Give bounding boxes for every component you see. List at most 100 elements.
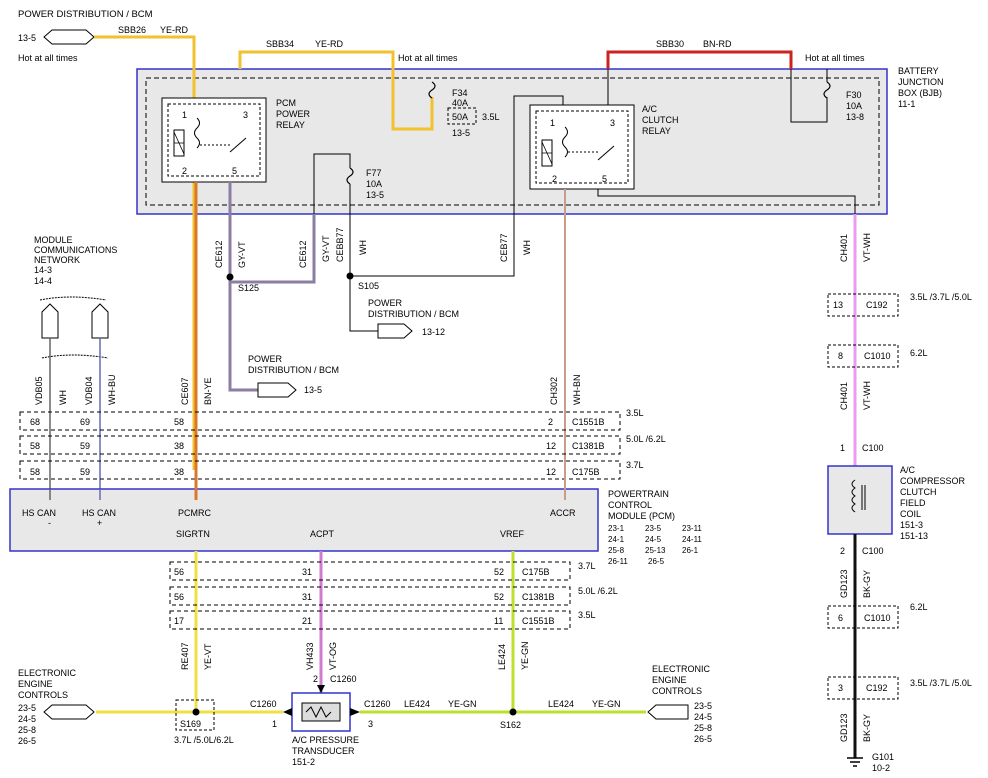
conn-row-1-box [19, 411, 621, 431]
wire-sbb26-label: SBB26 [118, 25, 146, 35]
transducer-pin1-arrow [283, 708, 292, 716]
c1010a-pin: 8 [838, 351, 843, 361]
f77-fuse-icon [346, 167, 354, 185]
ac-relay-out-line [597, 189, 856, 214]
pd-bcm-3-page: 13-5 [304, 385, 322, 395]
wire-ceb77-wh [350, 265, 515, 277]
row1-conn: C1551B [572, 417, 605, 427]
pcm-relay-label-1: PCM [276, 98, 296, 108]
c1260-right: C1260 [364, 699, 391, 709]
low3-pin-a: 17 [174, 616, 184, 626]
pd-bcm-3-arrow [257, 382, 297, 398]
sbb34-note: Hot at all times [398, 53, 458, 63]
low2-eng: 5.0L /6.2L [578, 586, 618, 596]
low2-conn: C1381B [522, 592, 555, 602]
transducer-pin3-arrow [350, 708, 360, 716]
ground-icon [847, 757, 863, 767]
bjb-inner-dashed [145, 77, 880, 206]
eec-left-p1: 24-5 [18, 714, 36, 724]
low2-pin-a: 56 [174, 592, 184, 602]
eec-left-l1: ELECTRONIC [18, 668, 77, 678]
pcm-relay-winding [194, 117, 200, 149]
conn-row-2-box [19, 435, 621, 455]
pd-bcm-2-arrow [377, 323, 413, 339]
pd-bcm-3-l2: DISTRIBUTION / BCM [248, 365, 339, 375]
ac-relay-contact [597, 145, 615, 161]
f30-fuse-icon [823, 81, 831, 99]
pcm-page-0: 23-1 [608, 524, 625, 533]
row2-conn: C1381B [572, 441, 605, 451]
ac-relay-pin5: 5 [602, 174, 607, 184]
f34-name: F34 [452, 88, 468, 98]
low3-eng: 3.5L [578, 610, 596, 620]
eec-right-p3: 26-5 [694, 734, 712, 744]
mcn-conn-hscan-plus [91, 303, 109, 339]
pcm-relay-label-2: POWER [276, 109, 311, 119]
ac-relay-label-1: A/C [642, 104, 658, 114]
coil-l1: A/C [900, 465, 916, 475]
sbb34-color: YE-RD [315, 39, 344, 49]
pcm-page-7: 25-13 [645, 546, 666, 555]
wire-label-ch401-top: CH401 [839, 234, 849, 262]
low1-conn: C175B [522, 567, 550, 577]
coil-l4: FIELD [900, 498, 926, 508]
top-left-page: 13-5 [18, 33, 36, 43]
f30-amps: 10A [846, 101, 862, 111]
wire-label-ce607: CE607 [180, 377, 190, 405]
c192a-pin: 13 [833, 300, 843, 310]
pcm-title-2: CONTROL [608, 500, 652, 510]
wire-label-le424: LE424 [497, 644, 507, 670]
wire-ce612-gy-vt-a [228, 182, 258, 392]
low3-pin-b: 21 [302, 616, 312, 626]
splice-s105: S105 [358, 281, 379, 291]
low1-pin-a: 56 [174, 567, 184, 577]
eec-left-connector [43, 704, 95, 720]
f77-feed [313, 153, 351, 214]
row3-pin-a: 58 [30, 467, 40, 477]
pd-bcm-2-page: 13-12 [422, 327, 445, 337]
bjb-page: 11-1 [898, 99, 915, 109]
c1010b-pin: 6 [838, 613, 843, 623]
f30-name: F30 [846, 90, 862, 100]
ac-relay-label-3: RELAY [642, 126, 671, 136]
f34-page: 13-5 [452, 128, 470, 138]
ac-relay-pin2: 2 [552, 174, 557, 184]
conn-row-c1381b-upper: 58 59 38 12 C1381B 5.0L /6.2L [19, 434, 666, 455]
pcm-box [9, 488, 599, 552]
pcm-page-1: 23-5 [645, 524, 662, 533]
pcm-acpt: ACPT [310, 529, 335, 539]
pd-bcm-2-l1: POWER [368, 298, 403, 308]
row2-pin-c: 38 [174, 441, 184, 451]
c192b-pin: 3 [838, 683, 843, 693]
ac-transducer-icon [305, 705, 332, 719]
bjb-label-3: BOX (BJB) [898, 88, 942, 98]
sbb34-circuit: SBB34 [266, 39, 294, 49]
coil-l5: COIL [900, 509, 921, 519]
top-left-title: POWER DISTRIBUTION / BCM [18, 9, 153, 20]
wire-label-vh433: VH433 [305, 642, 315, 670]
pcm-hscan-plus: HS CAN [82, 508, 116, 518]
pcm-plus: + [97, 518, 102, 528]
row1-pin-c: 58 [174, 417, 184, 427]
wire-label-bkgyb: BK-GY [862, 714, 872, 742]
low2-pin-c: 52 [494, 592, 504, 602]
wire-label-wha: WH [358, 240, 368, 255]
eec-left-l3: CONTROLS [18, 690, 68, 700]
mcn-twist-bottom [41, 354, 109, 359]
ac-relay-coil-feed [513, 95, 564, 265]
bjb-label-2: JUNCTION [898, 77, 944, 87]
low-row-3-box [169, 610, 571, 630]
pcm-page-9: 26-11 [608, 557, 628, 566]
row3-eng: 3.7L [626, 460, 644, 470]
ac-relay-coil-mark [541, 141, 553, 165]
wire-label-vtog: VT-OG [328, 642, 338, 670]
conn-row-c175b-lower: 56 31 52 C175B 3.7L [169, 561, 596, 581]
pcm-relay-contact [229, 137, 247, 153]
conn-row-c1551b-lower: 17 21 11 C1551B 3.5L [169, 610, 596, 630]
ac-relay-winding [562, 126, 568, 158]
f77-amps: 10A [366, 179, 382, 189]
mcn-p1: 14-3 [34, 265, 52, 275]
c1010a-eng: 6.2L [910, 348, 928, 358]
wire-label-vdb05: VDB05 [34, 376, 44, 405]
